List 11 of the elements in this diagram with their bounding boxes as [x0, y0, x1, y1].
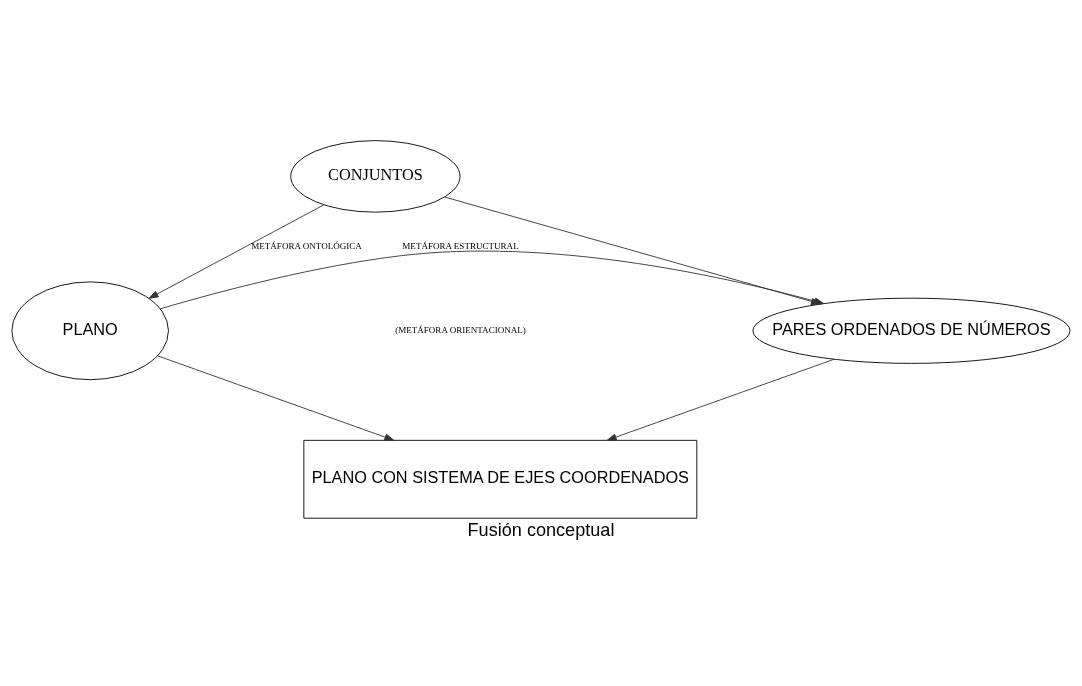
node-box: PLANO CON SISTEMA DE EJES COORDENADOS	[303, 439, 698, 519]
arrow	[159, 250, 825, 310]
arrow	[157, 355, 395, 441]
edge-label: METÁFORA ESTRUCTURAL	[402, 241, 519, 252]
edge-label: METÁFORA ONTOLÓGICA	[251, 241, 362, 252]
node-ellipse: CONJUNTOS	[290, 140, 461, 213]
caption: Fusión conceptual	[467, 520, 615, 541]
node-ellipse: PLANO	[11, 281, 169, 381]
label: (METÁFORA ORIENTACIONAL)	[395, 325, 526, 336]
arrow	[148, 204, 325, 299]
arrow	[606, 358, 835, 441]
